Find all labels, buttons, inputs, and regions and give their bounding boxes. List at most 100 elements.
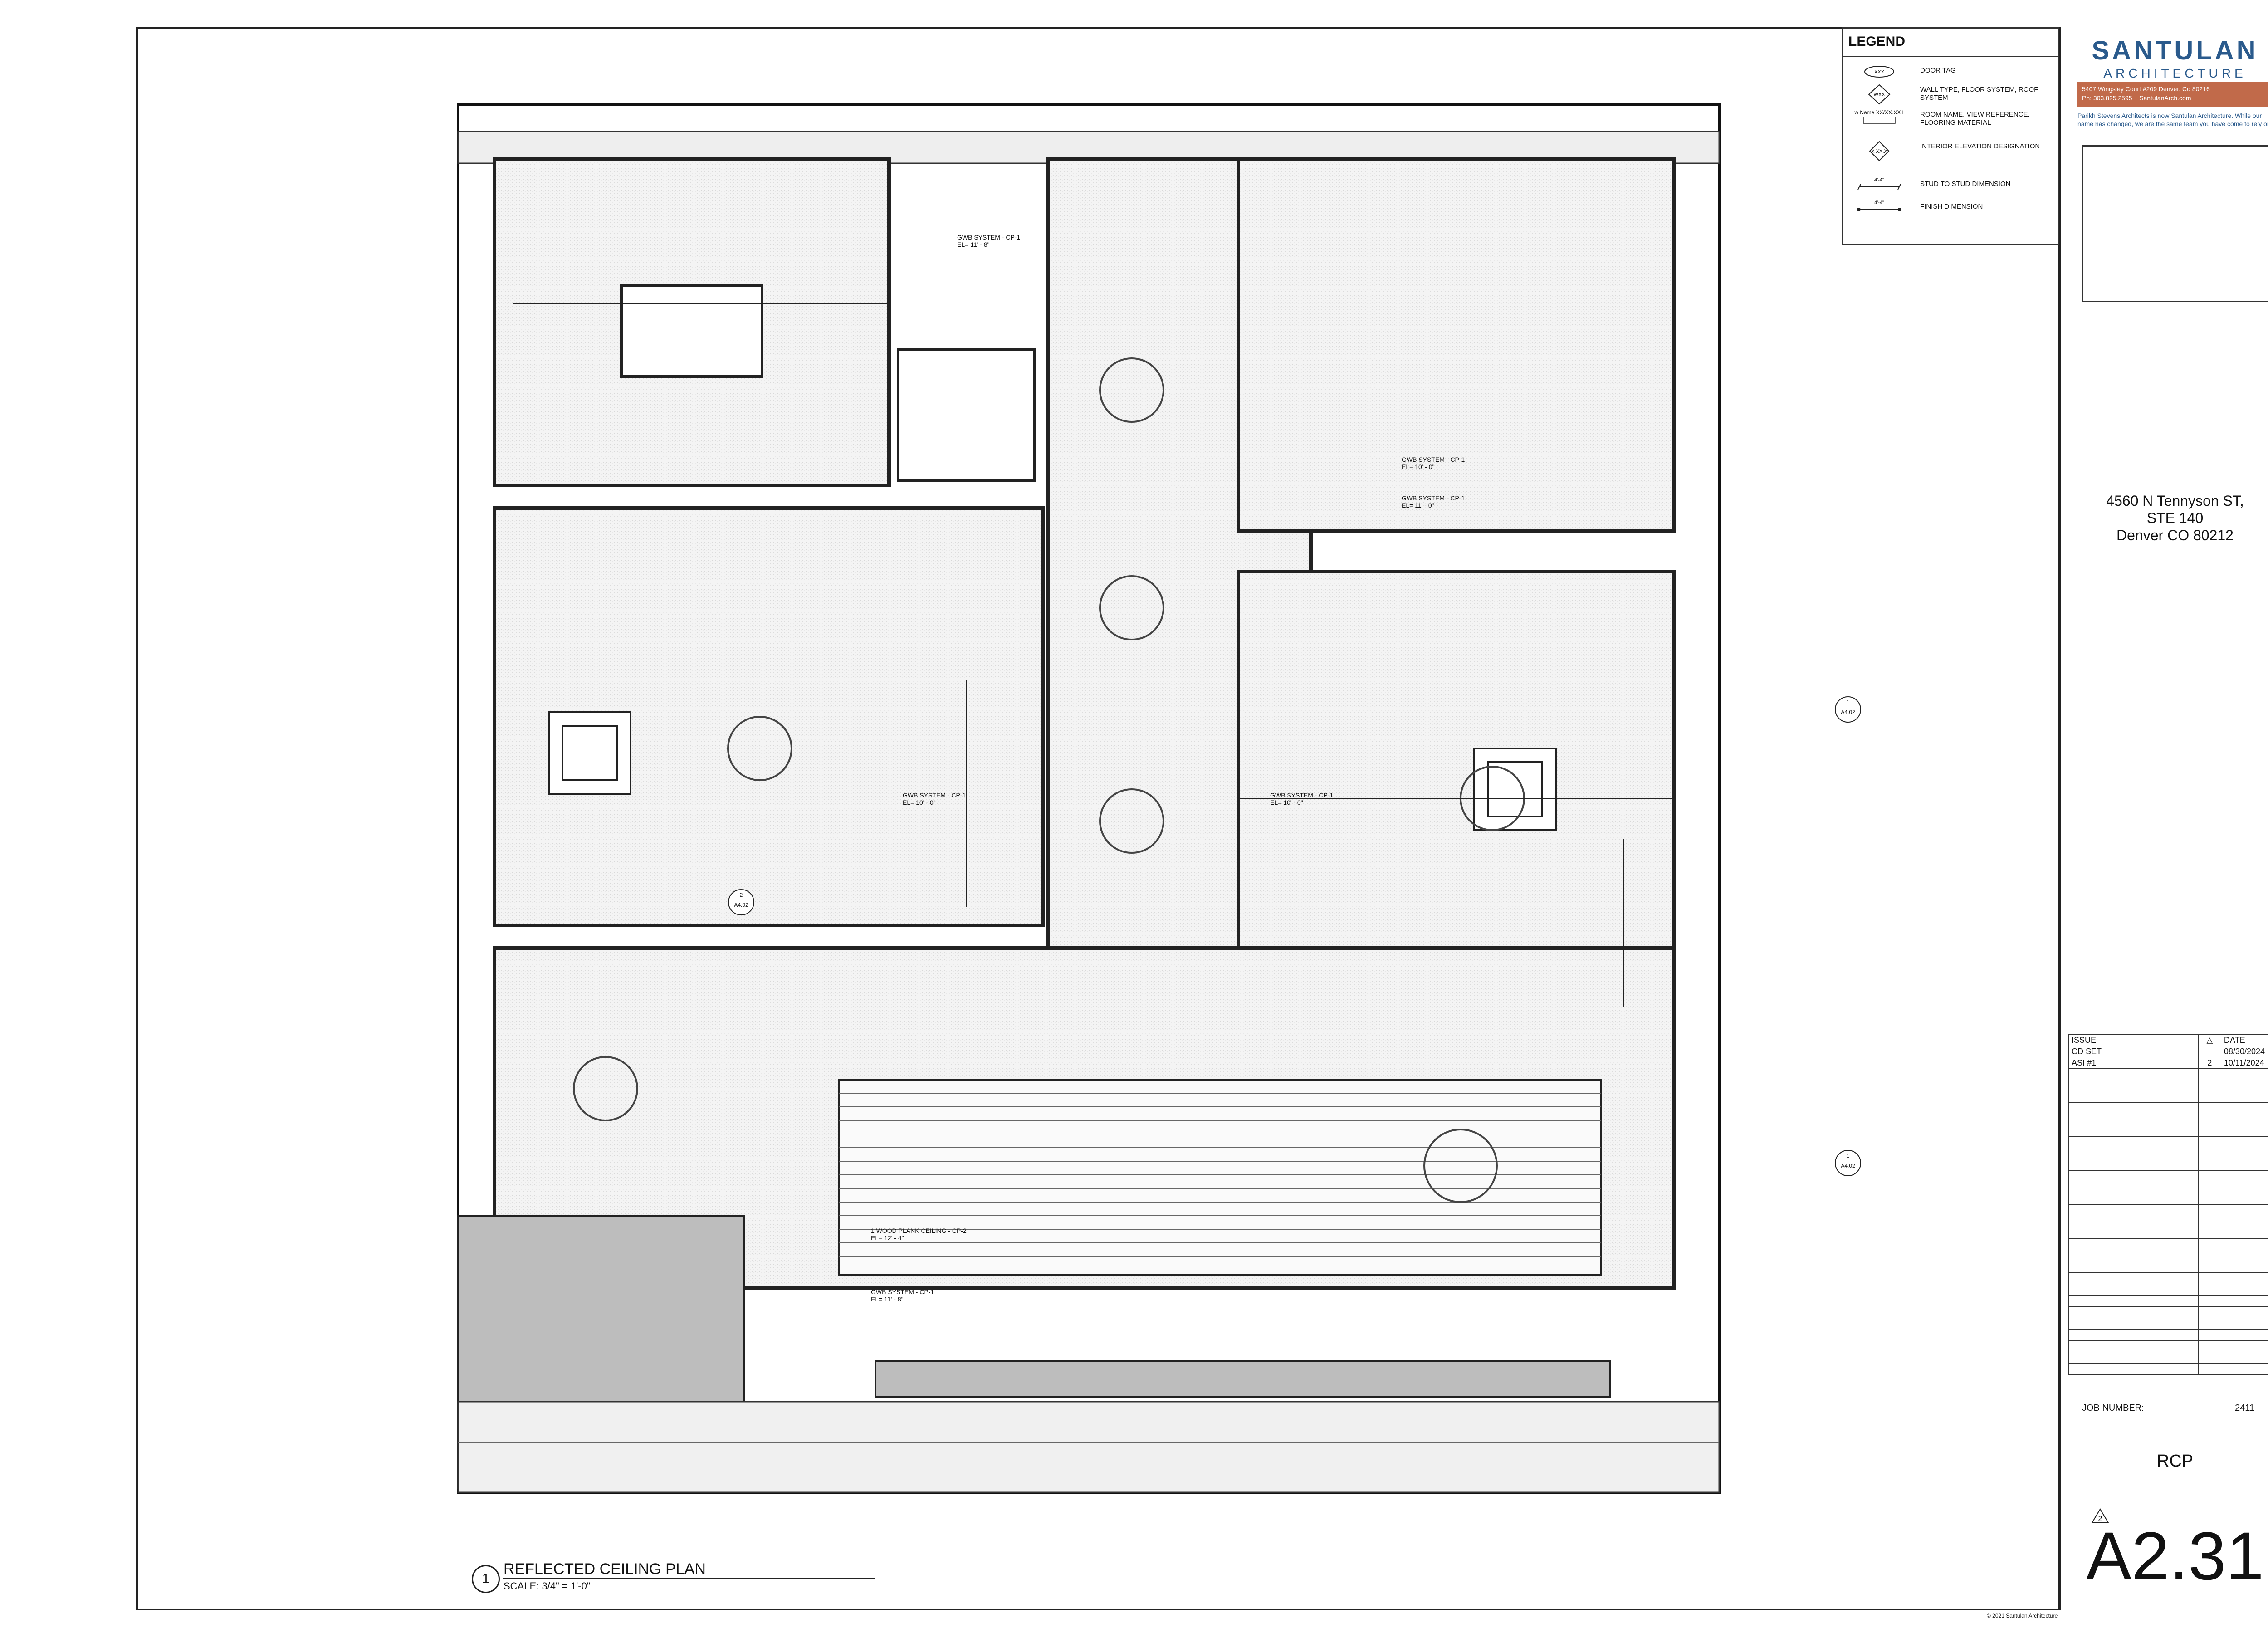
table-row: [2068, 1238, 2268, 1250]
plan-note-elevation: EL= 10' - 0": [1270, 799, 1303, 806]
job-number-row: JOB NUMBER: 2411: [2068, 1399, 2268, 1418]
sheet-number: A2.31: [2086, 1518, 2264, 1594]
legend-label: FINISH DIMENSION: [1920, 203, 1983, 210]
table-row: [2068, 1363, 2268, 1375]
table-row: [2068, 1114, 2268, 1125]
plan-note-elevation: EL= 12' - 4": [871, 1234, 904, 1242]
legend-item: XXX DOOR TAG: [1843, 60, 2058, 83]
plan-note-label: GWB SYSTEM - CP-1: [1402, 456, 1465, 463]
finish-dimension-symbol: 4'-4": [1874, 200, 1884, 205]
stud-dimension-icon: 4'-4": [1852, 174, 1906, 196]
sheet-label: RCP: [2156, 1452, 2194, 1471]
door-tag-symbol: XXX: [1874, 69, 1885, 75]
firm-note: Parikh Stevens Architects is now Santula…: [2077, 112, 2268, 127]
job-number-value: 2411: [2234, 1403, 2254, 1413]
drawing-scale: SCALE: 3/4" = 1'-0": [503, 1580, 591, 1592]
legend-item: 4'-4" FINISH DIMENSION: [1843, 196, 2058, 219]
job-number-label: JOB NUMBER:: [2082, 1403, 2144, 1413]
interior-elevation-symbol: X XX.X: [1871, 149, 1887, 154]
table-row: [2068, 1148, 2268, 1159]
table-row: [2068, 1227, 2268, 1239]
stud-dimension-symbol: 4'-4": [1874, 177, 1884, 183]
plan-note-label: GWB SYSTEM - CP-1: [871, 1288, 934, 1296]
issue-cell: CD SET: [2068, 1046, 2199, 1057]
elevation-tag-sheet: A4.02: [734, 902, 748, 908]
table-row: [2068, 1216, 2268, 1227]
revision-cell: 2: [2198, 1057, 2221, 1069]
table-row: [2068, 1284, 2268, 1296]
firm-address-box: 5407 Wingsley Court #209 Denver, Co 8021…: [2077, 82, 2268, 107]
table-row: [2068, 1272, 2268, 1284]
plan-note-elevation: EL= 10' - 0": [1402, 463, 1435, 470]
legend-item: 4'-4" STUD TO STUD DIMENSION: [1843, 174, 2058, 196]
table-row: [2068, 1261, 2268, 1273]
legend-item: View Name XX/XX.XX LVT ROOM NAME, VIEW R…: [1843, 108, 2058, 131]
wall-type-icon: WXX: [1852, 83, 1906, 106]
room-name-icon: View Name XX/XX.XX LVT: [1852, 108, 1906, 131]
firm-web: SantulanArch.com: [2139, 94, 2191, 102]
legend-title: LEGEND: [1848, 34, 1906, 49]
drawing-title-underline: [503, 1578, 875, 1579]
table-row: [2068, 1170, 2268, 1182]
sheet-border: [136, 27, 2059, 1610]
table-row: [2068, 1250, 2268, 1261]
table-row: [2068, 1182, 2268, 1193]
project-address: 4560 N Tennyson ST, STE 140 Denver CO 80…: [2077, 492, 2268, 544]
door-tag-icon: XXX: [1852, 60, 1906, 83]
date-cell: 08/30/2024: [2220, 1046, 2268, 1057]
table-row: [2068, 1204, 2268, 1216]
elevation-tag-number: 1: [1846, 699, 1850, 705]
table-row: [2068, 1329, 2268, 1341]
plan-note-label: 1 WOOD PLANK CEILING - CP-2: [871, 1227, 967, 1234]
wall-type-symbol: WXX: [1873, 92, 1885, 98]
table-row: [2068, 1193, 2268, 1205]
firm-address: 5407 Wingsley Court #209 Denver, Co 8021…: [2082, 85, 2210, 93]
table-row: CD SET 08/30/2024: [2068, 1046, 2268, 1057]
table-row: [2068, 1306, 2268, 1318]
date-cell: 10/11/2024: [2220, 1057, 2268, 1069]
firm-phone: Ph: 303.825.2595: [2082, 94, 2132, 102]
date-header: DATE: [2220, 1034, 2268, 1046]
firm-name: SANTULAN: [2092, 36, 2258, 65]
plan-note-elevation: EL= 11' - 0": [1402, 502, 1434, 509]
table-row: [2068, 1068, 2268, 1080]
elevation-tag-sheet: A4.02: [1841, 709, 1855, 715]
address-line-1: 4560 N Tennyson ST,: [2106, 493, 2244, 509]
issue-cell: ASI #1: [2068, 1057, 2199, 1069]
plan-note-elevation: EL= 11' - 8": [957, 241, 990, 248]
issue-table-header: ISSUE △ DATE: [2068, 1034, 2268, 1046]
table-row: ASI #1 2 10/11/2024: [2068, 1057, 2268, 1069]
legend-label: INTERIOR ELEVATION DESIGNATION: [1920, 142, 2040, 150]
legend-item: WXX WALL TYPE, FLOOR SYSTEM, ROOF SYSTEM: [1843, 83, 2058, 106]
plan-note-label: GWB SYSTEM - CP-1: [1402, 494, 1465, 502]
plan-note-label: GWB SYSTEM - CP-1: [957, 234, 1021, 241]
elevation-tag-number: 2: [739, 892, 743, 898]
elevation-tag-sheet: A4.02: [1841, 1163, 1855, 1169]
table-row: [2068, 1080, 2268, 1091]
plan-note-elevation: EL= 10' - 0": [903, 799, 936, 806]
revision-number: 2: [2098, 1515, 2102, 1523]
issue-header: ISSUE: [2068, 1034, 2199, 1046]
table-row: [2068, 1318, 2268, 1330]
revision-cell: [2198, 1046, 2221, 1057]
table-row: [2068, 1340, 2268, 1352]
room-name-symbol: View Name XX/XX.XX LVT: [1854, 109, 1904, 116]
legend-item: X XX.X INTERIOR ELEVATION DESIGNATION: [1843, 140, 2058, 162]
stamp-box: [2082, 145, 2268, 302]
table-row: [2068, 1136, 2268, 1148]
legend-label: ROOM NAME, VIEW REFERENCE, FLOORING MATE…: [1920, 111, 2030, 127]
firm-logo: SANTULAN ARCHITECTURE: [2077, 36, 2268, 82]
plan-note-label: GWB SYSTEM - CP-1: [903, 792, 966, 799]
legend-label: DOOR TAG: [1920, 67, 1956, 74]
table-row: [2068, 1352, 2268, 1364]
drawing-number: 1: [472, 1565, 500, 1593]
revision-cloud-icon: 2: [2091, 1508, 2109, 1523]
finish-dimension-icon: 4'-4": [1852, 196, 1906, 219]
copyright: © 2021 Santulan Architecture: [1987, 1613, 2058, 1619]
